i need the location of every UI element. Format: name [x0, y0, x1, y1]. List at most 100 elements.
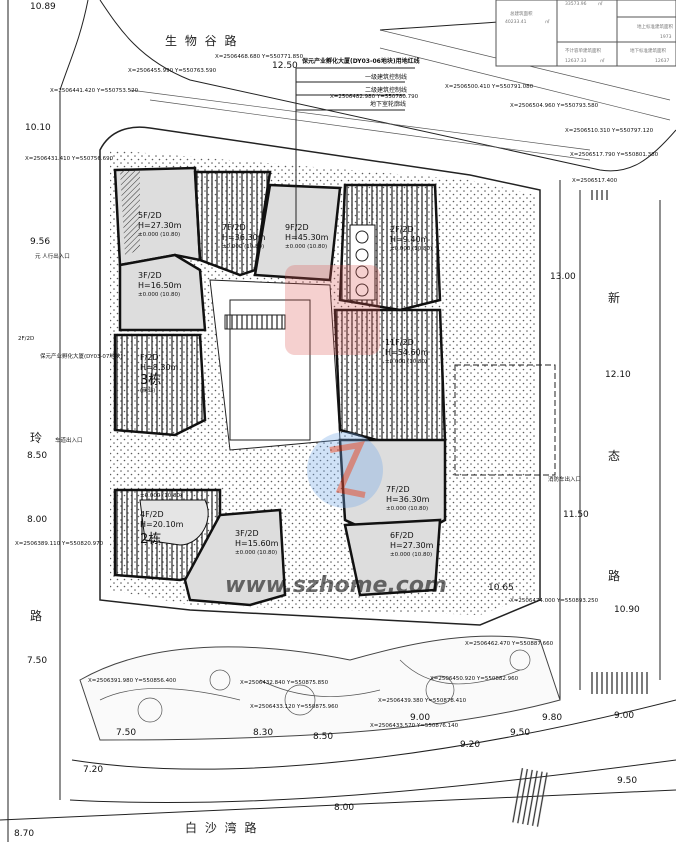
label: X=2506439.380 Y=550878.410 [378, 698, 467, 704]
label: 13.00 [550, 272, 576, 282]
label: 保元产业孵化大厦(DY03-07地块) [40, 352, 123, 360]
coordinate-labels: X=2506441.420 Y=550753.520 X=2506455.990… [15, 54, 659, 729]
label: 地下标准建筑面积 [630, 47, 666, 54]
label: H=36.30m [386, 495, 430, 504]
label: X=2506474.000 Y=550893.250 [510, 598, 599, 604]
label: 12.10 [605, 370, 631, 380]
label: 12.50 [272, 61, 298, 71]
building-label: 3F/2DH=15.60m ±0.000 (10.80) [235, 529, 279, 556]
legend-heading: 保元产业孵化大厦(DY03-06地块)用地红线 [301, 57, 420, 65]
label: H=36.30m [222, 233, 266, 242]
label: 10.65 [488, 583, 514, 593]
label: 8.50 [27, 451, 47, 461]
label: 3F/2D [235, 529, 259, 538]
label: 9F/2D [285, 223, 309, 232]
label: 12637.33 [565, 58, 587, 64]
buildings [113, 166, 556, 607]
label: 8.00 [334, 803, 354, 813]
label: H=54.60m [385, 348, 429, 357]
road-name-left: 玲 [30, 431, 44, 445]
label: 消防车出入口 [548, 475, 581, 483]
label: 不计容单建筑面积 [565, 47, 601, 54]
summary-table: 总建筑面积 40233.41 ㎡ 33573.96 ㎡ 地上标准建筑面积 197… [495, 0, 676, 67]
label: 10.89 [30, 2, 56, 12]
label: X=2506462.470 Y=550887.660 [465, 641, 554, 647]
label: 7F/2D [386, 485, 410, 494]
label: 路 [608, 568, 622, 583]
label: 3栋 [140, 372, 161, 388]
label: 总建筑面积 [510, 10, 533, 17]
label: 7F/2D [222, 223, 246, 232]
label: 33573.96 [565, 1, 587, 7]
watermark [285, 265, 383, 508]
label: 11.50 [563, 510, 589, 520]
label: 12637 [655, 58, 669, 64]
landscape-area [79, 635, 561, 741]
building-label: ±0.000 (10.80) 4F/2DH=20.10m 2栋 [140, 493, 184, 547]
label: 2F/2D [18, 336, 34, 342]
label: H=16.50m [138, 281, 182, 290]
label: (商业) [140, 386, 155, 394]
label: X=2506391.980 Y=550856.400 [88, 678, 177, 684]
label: 9.50 [617, 776, 637, 786]
label: 元 人行出入口 [35, 252, 70, 260]
label: 10.10 [25, 123, 51, 133]
misc-labels: 元 人行出入口 车道出入口 2F/2D 保元产业孵化大厦(DY03-07地块) … [18, 252, 581, 483]
label: ±0.000 (10.80) [140, 493, 182, 499]
label: 地下室轮廓线 [370, 100, 406, 108]
crosswalks [509, 190, 650, 828]
label: ㎡ [598, 0, 603, 7]
building-label: 6F/2DH=27.30m ±0.000 (10.80) [390, 531, 434, 558]
label: X=2506450.920 Y=550882.960 [430, 676, 519, 682]
label: X=2506517.400 [572, 178, 618, 184]
label: 8.50 [313, 732, 333, 742]
label: 9.00 [614, 711, 634, 721]
label: 2栋 [140, 531, 161, 547]
label: ±0.000 (10.80) [222, 244, 264, 250]
label: 9.80 [542, 713, 562, 723]
label: X=2506433.570 Y=550876.140 [370, 723, 459, 729]
label: H=27.30m [390, 541, 434, 550]
ramp-stairs [224, 314, 286, 330]
road-names: 生 物 谷 路 新 态 路 白 沙 湾 路 玲 路 [30, 33, 622, 835]
label: 二级建筑控制线 [365, 86, 407, 94]
building-label: 5F/2DH=27.30m±0.000 (10.80) [138, 211, 182, 238]
label: ±0.000 (10.80) [235, 550, 277, 556]
label: H=9.40m [390, 235, 429, 244]
building-label: 9F/2DH=45.30m±0.000 (10.80) [285, 223, 329, 250]
label: 7.50 [116, 728, 136, 738]
road-name-right: 新 [608, 290, 622, 305]
label: ±0.000 (10.80) [390, 246, 432, 252]
label: 3F/2D [138, 271, 162, 280]
label: 8.70 [14, 829, 34, 839]
label: H=20.10m [140, 520, 184, 529]
label: 4F/2D [140, 510, 164, 519]
label: 7.50 [27, 656, 47, 666]
label: X=2506510.310 Y=550797.120 [565, 128, 654, 134]
building-3 [113, 333, 207, 437]
label: X=2506389.110 Y=550820.970 [15, 541, 104, 547]
road-name-bottom: 白 沙 湾 路 [185, 820, 258, 835]
label: F/2D [140, 353, 159, 362]
building-9f [253, 183, 342, 282]
label: ±0.000 (10.80) [385, 359, 427, 365]
label: 1973 [660, 34, 672, 40]
label: 态 [608, 449, 622, 463]
label: 一级建筑控制线 [365, 73, 407, 81]
label: ±0.000 (10.80) [285, 244, 327, 250]
label: 2F/2D [390, 225, 414, 234]
elevation-labels: 10.89 12.50 10.10 9.56 8.50 8.00 7.50 7.… [14, 2, 640, 839]
label: H=15.60m [235, 539, 279, 548]
label: ±0.000 (10.80) [138, 232, 180, 238]
building-7f [193, 170, 272, 277]
building-label: 11F/2DH=54.60m±0.000 (10.80) [385, 338, 429, 365]
label: 地上标准建筑面积 [637, 23, 673, 30]
label: 6F/2D [390, 531, 414, 540]
label: 9.00 [410, 713, 430, 723]
label: ±0.000 (10.80) [390, 552, 432, 558]
building-3f-a [118, 253, 207, 332]
label: 5F/2D [138, 211, 162, 220]
label: ±0.000 (10.80) [138, 292, 180, 298]
label: X=2506504.960 Y=550793.580 [510, 103, 599, 109]
